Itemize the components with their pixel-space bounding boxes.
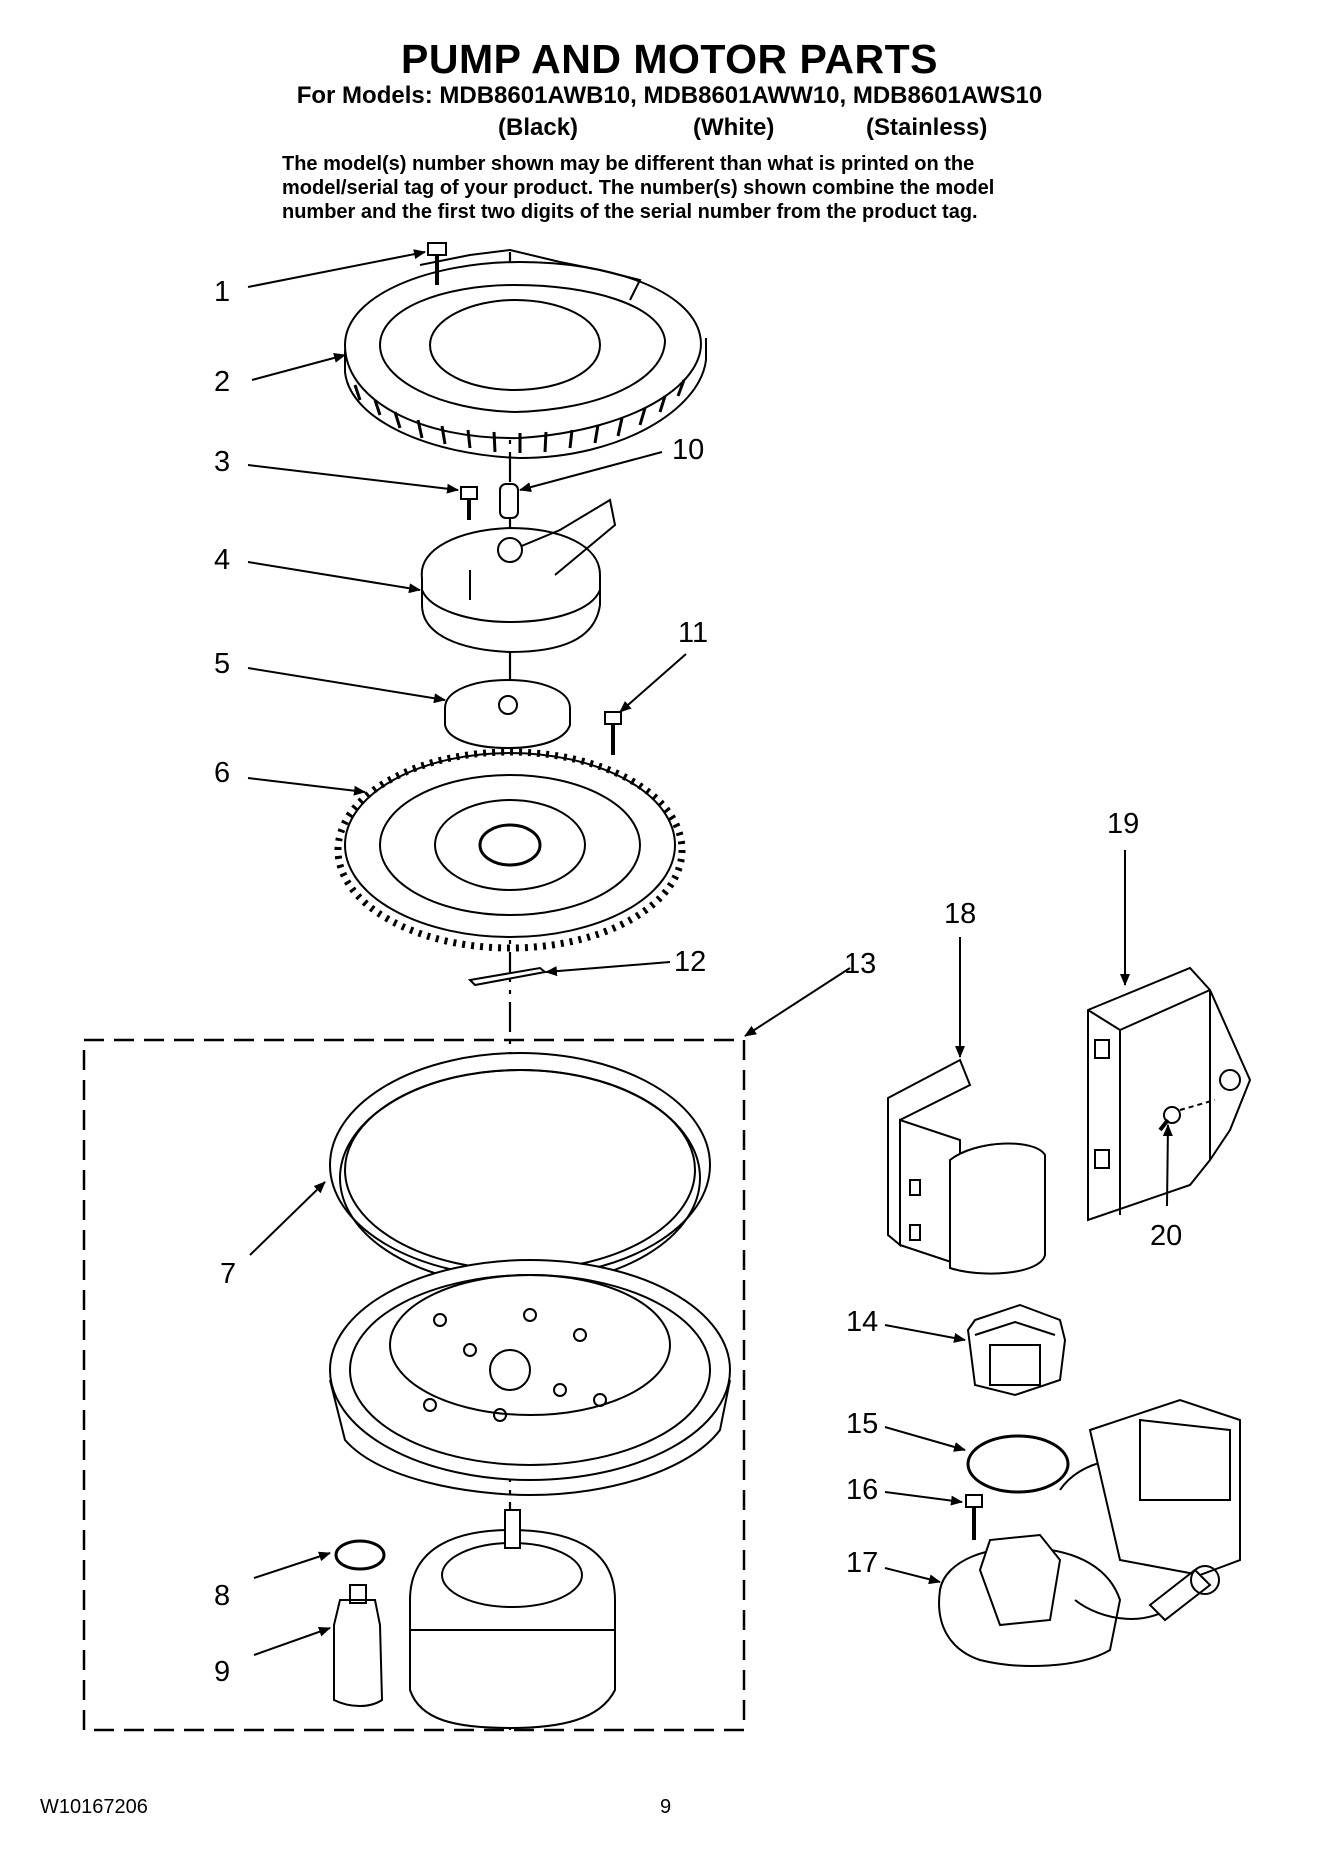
callout-6: 6: [214, 757, 231, 789]
filter-cap-14-part: [966, 1303, 1067, 1397]
callout-8: 8: [214, 1580, 231, 1612]
gasket-12-part: [467, 966, 548, 987]
callout-7: 7: [220, 1258, 237, 1290]
callout-19: 19: [1107, 808, 1140, 840]
sump-part: [329, 1259, 731, 1497]
control-box-19-part: [1087, 966, 1252, 1222]
color-white: (White): [693, 114, 775, 141]
callout-2: 2: [214, 366, 231, 398]
callout-18: 18: [944, 898, 977, 930]
model-note: The model(s) number shown may be differe…: [282, 152, 1142, 224]
callout-4: 4: [214, 544, 231, 576]
document-number: W10167206: [40, 1796, 148, 1818]
note-line: The model(s) number shown may be differe…: [282, 153, 975, 175]
callout-11: 11: [678, 617, 709, 649]
models-line: For Models: MDB8601AWB10, MDB8601AWW10, …: [296, 82, 1043, 109]
callout-16: 16: [846, 1474, 879, 1506]
note-line: model/serial tag of your product. The nu…: [282, 177, 995, 199]
sensor-9-part: [333, 1584, 384, 1707]
assembly-13-box: [82, 1038, 746, 1732]
seal-ring-part: [329, 1052, 711, 1287]
motor-part: [409, 1509, 616, 1730]
callout-15: 15: [846, 1408, 879, 1440]
screw-1-part: [427, 242, 447, 285]
screw-16-part: [965, 1494, 983, 1540]
o-ring-15-part: [966, 1434, 1070, 1494]
callout-1: 1: [214, 276, 231, 308]
color-black: (Black): [498, 114, 579, 141]
o-ring-8-part: [334, 1539, 386, 1571]
callout-13: 13: [844, 948, 877, 980]
callout-3: 3: [214, 446, 231, 478]
motor-mount-plate-part: [334, 748, 686, 952]
color-stainless: (Stainless): [866, 114, 988, 141]
callout-20: 20: [1150, 1220, 1183, 1252]
callout-14: 14: [846, 1306, 879, 1338]
screw-11-part: [604, 711, 622, 755]
drain-pump-17-part: [938, 1398, 1241, 1667]
callout-17: 17: [846, 1547, 879, 1579]
pin-10-part: [499, 483, 519, 519]
pump-housing-part: [420, 498, 617, 654]
callout-10: 10: [672, 434, 705, 466]
note-line: number and the first two digits of the s…: [282, 201, 978, 223]
callout-5: 5: [214, 648, 231, 680]
page-number: 9: [660, 1796, 672, 1818]
impeller-part: [444, 678, 571, 750]
callout-12: 12: [674, 946, 707, 978]
page-title: PUMP AND MOTOR PARTS: [401, 36, 938, 82]
bracket-18-part: [887, 1058, 1046, 1275]
callout-9: 9: [214, 1656, 231, 1688]
screw-3-part: [460, 486, 478, 520]
filter-housing-part: [343, 248, 707, 460]
